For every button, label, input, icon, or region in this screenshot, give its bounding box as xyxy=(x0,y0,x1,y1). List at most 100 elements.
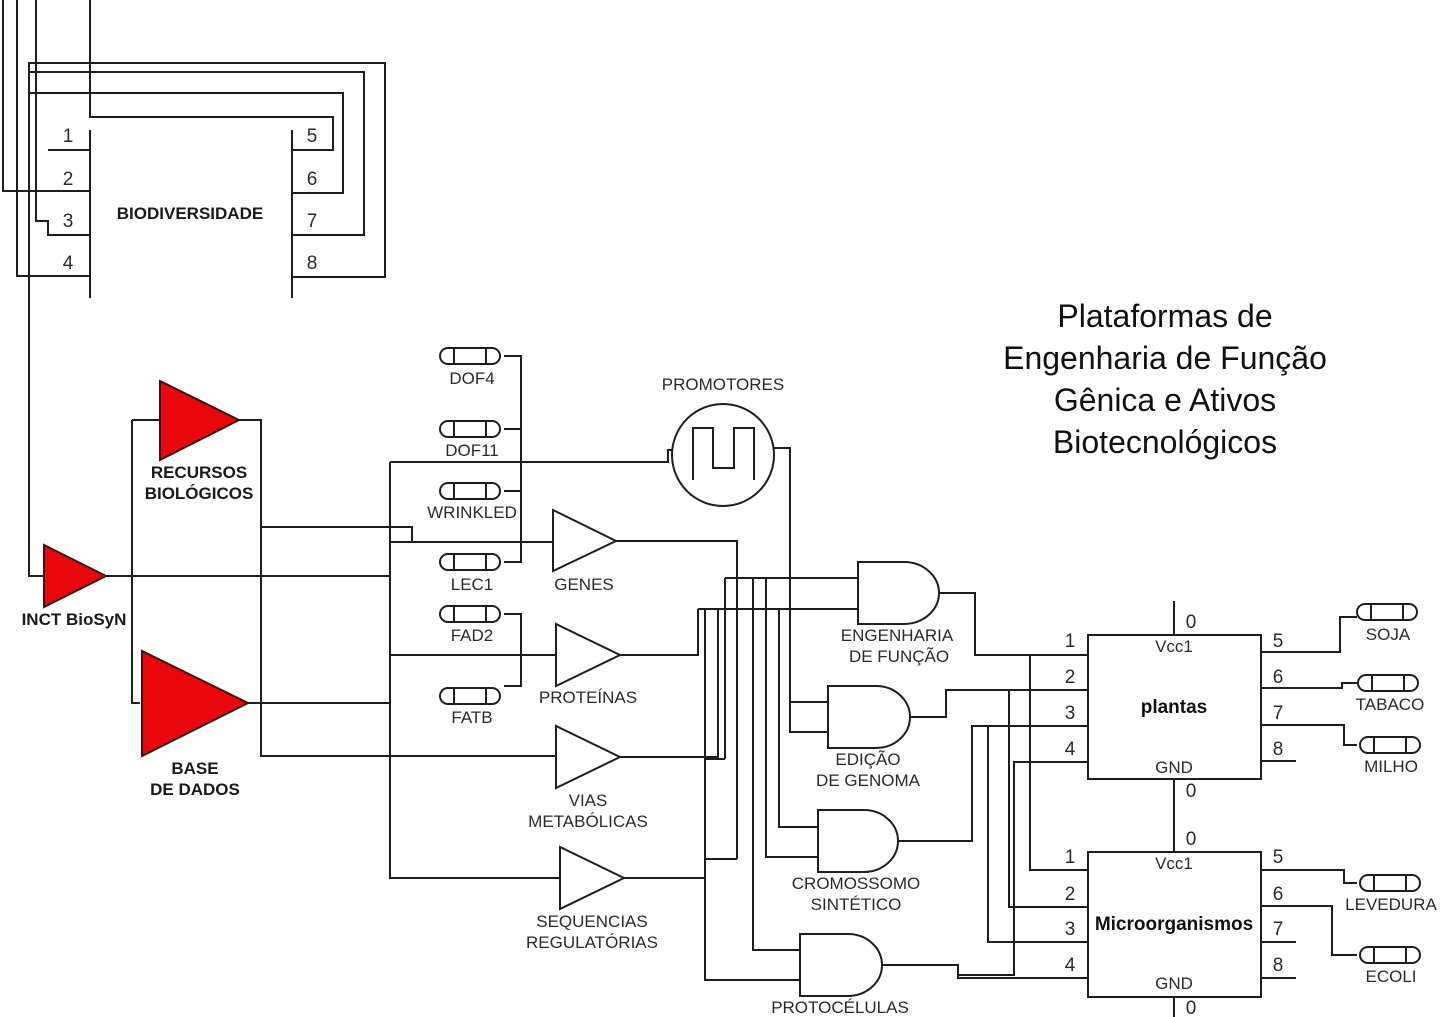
chip-name: Microorganismos xyxy=(1095,914,1253,935)
square-wave-source-icon xyxy=(671,403,775,507)
pin-label: 6 xyxy=(1273,884,1284,905)
vcc-value: 0 xyxy=(1186,612,1197,633)
gnd-label: GND xyxy=(1155,758,1193,777)
pin-label: 8 xyxy=(307,253,318,274)
diagram-title: Plataformas de Engenharia de Função Gêni… xyxy=(1003,298,1327,460)
amplifier-label: DE DADOS xyxy=(150,780,240,799)
amplifier-label: INCT BioSyN xyxy=(22,610,127,629)
buffer-icon xyxy=(555,622,623,688)
and-gate-protocelulas: PROTOCÉLULAS xyxy=(771,933,909,1017)
amplifier-base: BASE DE DADOS xyxy=(141,649,251,799)
buffer-sequencias: SEQUENCIAS REGULATÓRIAS xyxy=(526,845,658,952)
gnd-label: GND xyxy=(1155,974,1193,993)
buffer-label: GENES xyxy=(554,575,614,594)
input-wrinkled[interactable]: WRINKLED xyxy=(427,482,517,522)
pin-label: 7 xyxy=(1273,703,1284,724)
output-milho[interactable]: MILHO xyxy=(1359,736,1421,776)
input-dof11[interactable]: DOF11 xyxy=(439,420,501,460)
pin-label: 2 xyxy=(1065,884,1076,905)
pin-label: 2 xyxy=(63,169,74,190)
amplifier-icon xyxy=(141,649,251,758)
gate-label: CROMOSSOMO xyxy=(792,874,920,893)
output-tabaco[interactable]: TABACO xyxy=(1356,674,1425,714)
amplifier-recursos: RECURSOS BIOLÓGICOS xyxy=(145,379,254,503)
input-label: LEC1 xyxy=(451,575,494,594)
lamp-icon xyxy=(1357,674,1419,692)
pin-label: 8 xyxy=(1273,739,1284,760)
and-gate-icon xyxy=(827,685,911,749)
output-label: MILHO xyxy=(1364,757,1418,776)
gate-label: SINTÉTICO xyxy=(811,895,902,914)
left-wiring xyxy=(106,419,674,879)
pin-label: 5 xyxy=(1273,631,1284,652)
pin-label: 1 xyxy=(1065,847,1076,868)
pin-label: 4 xyxy=(1065,739,1076,760)
title-line: Plataformas de xyxy=(1057,298,1272,334)
buffer-icon xyxy=(552,508,619,573)
buffer-label: METABÓLICAS xyxy=(528,812,648,831)
input-fad2[interactable]: FAD2 xyxy=(439,605,501,645)
input-label: FAD2 xyxy=(451,626,494,645)
buffer-label: VIAS xyxy=(569,791,608,810)
amplifier-inct: INCT BioSyN xyxy=(22,543,127,629)
chip-plantas: 0 0 Vcc1 GND plantas 1 2 3 4 5 6 7 8 xyxy=(1065,601,1357,851)
pin-label: 3 xyxy=(1065,703,1076,724)
lamp-icon xyxy=(1356,603,1418,621)
pin-label: 7 xyxy=(307,211,318,232)
gate-label: DE GENOMA xyxy=(816,771,921,790)
chip-microorganismos: 0 0 Vcc1 GND Microorganismos 1 2 3 4 5 6… xyxy=(1065,829,1357,1017)
gnd-value: 0 xyxy=(1186,998,1197,1017)
lamp-icon xyxy=(439,482,501,500)
pin-label: 4 xyxy=(1065,955,1076,976)
pin-label: 8 xyxy=(1273,955,1284,976)
pin-label: 3 xyxy=(1065,919,1076,940)
buffer-vias: VIAS METABÓLICAS xyxy=(528,724,648,831)
buffer-icon xyxy=(559,845,627,911)
title-line: Biotecnológicos xyxy=(1053,424,1277,460)
lamp-icon xyxy=(439,605,501,623)
and-gate-icon xyxy=(817,809,899,873)
pin-label: 1 xyxy=(63,126,74,147)
chip-body xyxy=(1087,634,1262,780)
buffer-label: REGULATÓRIAS xyxy=(526,933,658,952)
biodiversidade-block: BIODIVERSIDADE 1 2 3 4 5 6 7 8 xyxy=(63,126,318,274)
input-label: FATB xyxy=(451,708,492,727)
output-label: TABACO xyxy=(1356,695,1425,714)
output-soja[interactable]: SOJA xyxy=(1356,603,1418,644)
output-levedura[interactable]: LEVEDURA xyxy=(1345,874,1437,914)
title-line: Gênica e Ativos xyxy=(1054,382,1276,418)
amplifier-label: BASE xyxy=(171,759,218,778)
vcc-label: Vcc1 xyxy=(1155,637,1193,656)
gnd-value: 0 xyxy=(1186,781,1197,802)
pin-label: 2 xyxy=(1065,667,1076,688)
input-label: WRINKLED xyxy=(427,503,517,522)
input-lec1[interactable]: LEC1 xyxy=(439,553,501,594)
buffer-label: SEQUENCIAS xyxy=(536,912,647,931)
buffer-genes: GENES xyxy=(552,508,619,594)
chip-input-wiring xyxy=(882,592,1088,979)
and-gate-engenharia: ENGENHARIA DE FUNÇÃO xyxy=(841,561,954,666)
output-label: SOJA xyxy=(1366,625,1411,644)
buffer-label: PROTEÍNAS xyxy=(539,688,637,707)
gate-label: DE FUNÇÃO xyxy=(849,647,949,666)
chip-name: plantas xyxy=(1141,697,1208,718)
pin-label: 1 xyxy=(1065,631,1076,652)
input-dof4[interactable]: DOF4 xyxy=(439,347,501,388)
lamp-icon xyxy=(439,347,501,365)
amplifier-label: RECURSOS xyxy=(151,463,247,482)
buffer-icon xyxy=(555,724,623,790)
output-label: LEVEDURA xyxy=(1345,895,1437,914)
amplifier-label: BIOLÓGICOS xyxy=(145,484,254,503)
pin-label: 3 xyxy=(63,211,74,232)
title-line: Engenharia de Função xyxy=(1003,340,1327,376)
promotores-label: PROMOTORES xyxy=(662,375,784,394)
input-label: DOF4 xyxy=(449,369,494,388)
lamp-icon xyxy=(439,553,501,571)
gene-input-wiring xyxy=(504,355,522,687)
output-ecoli[interactable]: ECOLI xyxy=(1359,946,1421,986)
vcc-value: 0 xyxy=(1186,829,1197,850)
lamp-icon xyxy=(1359,874,1421,892)
lamp-icon xyxy=(1359,946,1421,964)
input-fatb[interactable]: FATB xyxy=(439,687,501,727)
